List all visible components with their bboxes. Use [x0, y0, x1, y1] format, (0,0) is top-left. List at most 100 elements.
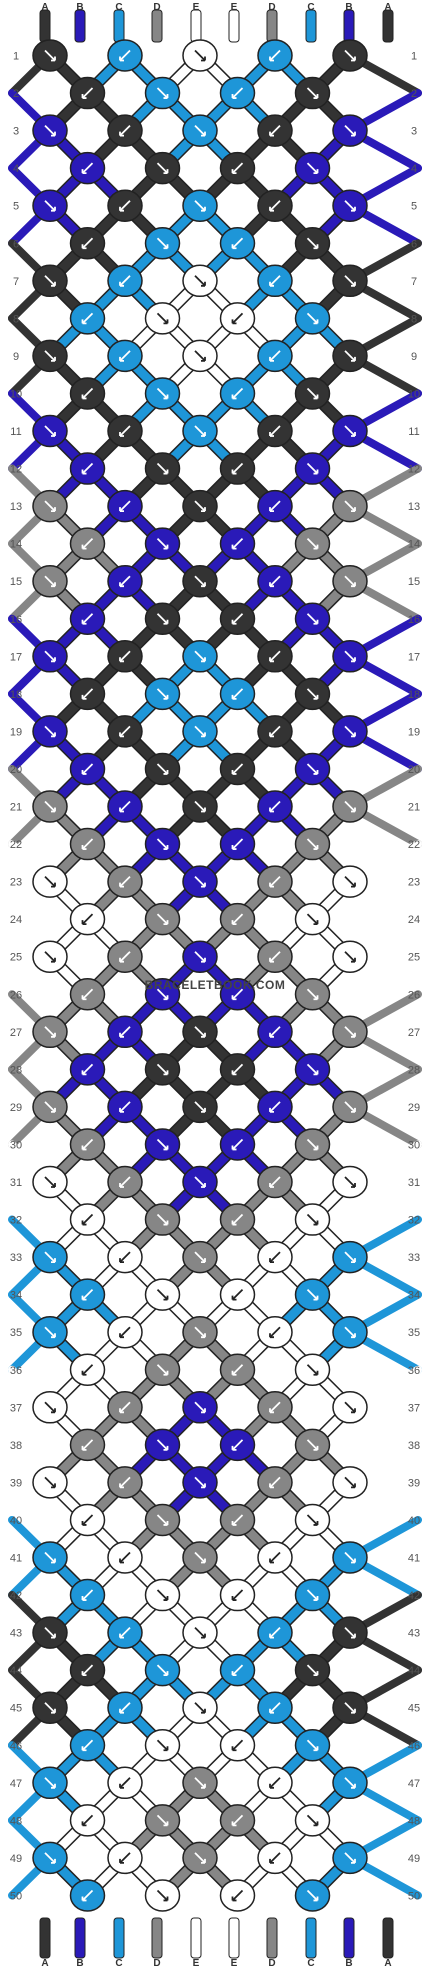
- knot-arrow: [156, 1739, 169, 1751]
- strand-label-top: D: [268, 2, 275, 13]
- strand-label-top: C: [115, 2, 122, 13]
- strand-label-bottom: A: [41, 1958, 48, 1969]
- knot: [294, 227, 331, 260]
- row-number-right: 46: [408, 1740, 420, 1752]
- knot-arrow: [44, 124, 56, 137]
- knot-arrow: [44, 1852, 56, 1864]
- strand-top: [228, 9, 240, 43]
- knot-arrow: [344, 1176, 356, 1188]
- knot-arrow-head: [119, 206, 124, 212]
- knot-arrow-head: [51, 882, 56, 888]
- knot: [332, 1691, 368, 1724]
- strand-top: [343, 9, 355, 43]
- knot-arrow: [119, 275, 131, 287]
- knot-arrow-head: [81, 1746, 87, 1752]
- row-number-right: 8: [411, 313, 417, 325]
- knot-arrow-head: [81, 1295, 87, 1301]
- knot: [69, 1128, 106, 1161]
- knot: [182, 1165, 218, 1199]
- knot-arrow: [119, 1551, 131, 1564]
- knot-arrow: [231, 1063, 244, 1075]
- knot: [32, 715, 68, 748]
- knot-arrow: [81, 838, 94, 850]
- knot-arrow-head: [81, 1445, 87, 1451]
- knot-arrow: [306, 1814, 319, 1826]
- knot-arrow-head: [51, 131, 56, 137]
- knot: [332, 1240, 368, 1274]
- knot-arrow: [194, 1551, 206, 1564]
- knot-arrow-head: [313, 94, 319, 99]
- knot-arrow-head: [119, 1333, 124, 1339]
- knot-arrow-head: [51, 206, 56, 212]
- knot: [32, 264, 68, 298]
- knot-arrow: [119, 650, 131, 662]
- knot-arrow: [231, 1589, 244, 1601]
- knot-arrow: [119, 350, 131, 362]
- knot: [69, 302, 106, 335]
- knot: [219, 1203, 256, 1236]
- strand-bottom: [74, 1917, 86, 1959]
- knot-arrow-head: [163, 1070, 169, 1076]
- knot: [182, 640, 218, 673]
- knot: [257, 1691, 293, 1724]
- knot-arrow-head: [313, 769, 319, 775]
- knot-arrow-head: [231, 845, 237, 850]
- knot-arrow: [156, 763, 169, 775]
- knot: [294, 1503, 331, 1537]
- knot-arrow: [231, 237, 244, 249]
- knot: [257, 715, 293, 748]
- knot-arrow-head: [351, 1708, 356, 1714]
- knot-arrow: [44, 725, 56, 738]
- knot: [32, 940, 68, 973]
- knot-arrow: [269, 1026, 281, 1038]
- strand-bottom: [343, 1917, 355, 1959]
- knot-arrow: [156, 1138, 169, 1151]
- knot-arrow: [231, 1213, 244, 1226]
- row-number-left: 1: [13, 51, 19, 63]
- knot-arrow-head: [81, 1145, 87, 1151]
- knot-arrow-head: [231, 1821, 237, 1827]
- knot: [182, 1466, 218, 1499]
- knot-arrow-head: [231, 394, 237, 400]
- knot: [294, 752, 331, 786]
- knot-arrow-head: [231, 769, 237, 775]
- knot-arrow-head: [351, 1032, 356, 1038]
- knot-arrow: [231, 1739, 244, 1751]
- knot-arrow: [44, 350, 56, 362]
- row-number-right: 9: [411, 351, 417, 363]
- row-number-right: 15: [408, 576, 420, 588]
- knot: [182, 39, 218, 72]
- row-number-right: 4: [411, 163, 417, 175]
- knot: [69, 452, 106, 485]
- strand-label-top: C: [307, 2, 314, 13]
- knot-arrow-head: [81, 319, 87, 325]
- knot: [107, 39, 143, 72]
- knot-arrow-head: [313, 244, 319, 250]
- knot: [257, 865, 293, 898]
- knot: [107, 264, 143, 298]
- knot-arrow-head: [351, 1858, 356, 1864]
- knot-arrow-head: [351, 356, 356, 362]
- knot-arrow: [119, 1702, 131, 1714]
- knot-arrow: [44, 800, 56, 813]
- knot: [144, 978, 181, 1011]
- knot-arrow-head: [201, 732, 206, 738]
- knot: [32, 414, 68, 448]
- knot-arrow-head: [81, 769, 87, 775]
- knot: [219, 1804, 256, 1837]
- knot-arrow: [81, 1364, 94, 1376]
- knot-arrow-head: [119, 356, 124, 362]
- row-number-left: 22: [10, 839, 22, 851]
- knot-arrow: [344, 951, 356, 963]
- knot-arrow: [194, 1702, 206, 1714]
- strand-label-top: A: [41, 2, 48, 13]
- knot-arrow-head: [231, 544, 237, 550]
- knot-arrow-head: [81, 469, 87, 475]
- knot-arrow: [306, 162, 319, 174]
- knot: [32, 1466, 68, 1499]
- knot-arrow: [306, 688, 319, 700]
- knot: [107, 1691, 143, 1724]
- knot: [69, 602, 106, 635]
- row-number-right: 7: [411, 276, 417, 288]
- knot-arrow: [194, 1476, 206, 1489]
